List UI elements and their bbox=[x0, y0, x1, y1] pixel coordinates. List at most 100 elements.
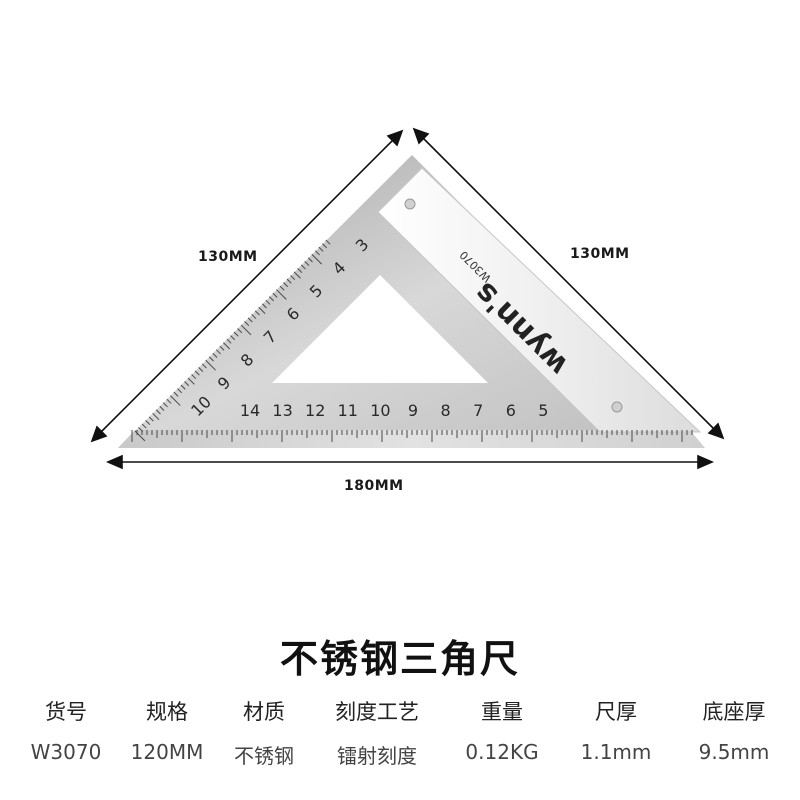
spec-value-4: 0.12KG bbox=[465, 740, 539, 764]
spec-value-2: 不锈钢 bbox=[234, 744, 294, 768]
spec-value-0: W3070 bbox=[30, 740, 102, 764]
side-tick bbox=[311, 253, 323, 265]
side-tick bbox=[208, 356, 214, 362]
spec-value-3: 镭射刻度 bbox=[337, 744, 417, 768]
side-tick bbox=[170, 395, 181, 406]
base-scale-number: 8 bbox=[441, 401, 451, 420]
side-tick bbox=[134, 430, 146, 442]
side-tick bbox=[198, 367, 204, 372]
side-tick bbox=[138, 427, 144, 433]
left-dimension-label: 130MM bbox=[198, 249, 258, 265]
side-tick bbox=[159, 405, 165, 411]
side-tick bbox=[191, 374, 197, 380]
side-tick bbox=[166, 398, 172, 404]
side-tick bbox=[237, 328, 243, 334]
base-arrowhead-left bbox=[105, 454, 123, 470]
side-tick-marks bbox=[134, 239, 331, 442]
side-tick bbox=[286, 278, 292, 284]
right-dimension-arrow bbox=[418, 133, 719, 434]
fence-rivet-bottom bbox=[611, 401, 623, 413]
side-tick bbox=[148, 416, 154, 422]
base-scale-number: 10 bbox=[370, 401, 390, 420]
side-tick bbox=[187, 377, 195, 385]
side-tick bbox=[223, 342, 231, 350]
side-tick bbox=[276, 289, 287, 300]
spec-header-5: 尺厚 bbox=[595, 700, 637, 724]
base-scale-number: 7 bbox=[473, 401, 483, 420]
spec-header-3: 刻度工艺 bbox=[335, 700, 419, 724]
side-tick bbox=[290, 275, 296, 281]
fence-rivet-top bbox=[404, 198, 416, 210]
side-tick bbox=[226, 338, 232, 344]
base-arrowhead-right bbox=[697, 454, 715, 470]
side-tick bbox=[272, 292, 278, 298]
spec-table: 货号 规格 材质 刻度工艺 重量 尺厚 底座厚 W3070 120MM 不锈钢 镭射刻度 0.12K… bbox=[0, 696, 800, 784]
spec-value-6: 9.5mm bbox=[698, 740, 770, 764]
base-scale-number: 5 bbox=[538, 401, 548, 420]
side-tick bbox=[145, 420, 151, 425]
base-scale-number: 13 bbox=[272, 401, 292, 420]
side-tick bbox=[201, 363, 207, 369]
side-tick bbox=[205, 359, 216, 371]
spec-header-row: 货号 规格 材质 刻度工艺 重量 尺厚 底座厚 bbox=[0, 696, 800, 740]
side-tick bbox=[325, 239, 331, 245]
side-tick bbox=[177, 388, 183, 394]
base-scale-number: 11 bbox=[338, 401, 358, 420]
side-tick bbox=[215, 349, 221, 355]
left-arrowhead-top bbox=[386, 129, 404, 147]
left-dimension-arrow bbox=[96, 135, 398, 437]
spec-value-1: 120MM bbox=[130, 740, 204, 764]
side-tick bbox=[152, 412, 160, 421]
product-title: 不锈钢三角尺 bbox=[279, 637, 520, 681]
side-tick bbox=[283, 282, 289, 288]
dimension-arrows bbox=[90, 127, 725, 470]
side-tick bbox=[247, 317, 253, 323]
side-tick bbox=[254, 310, 260, 316]
spec-header-2: 材质 bbox=[243, 700, 285, 724]
side-tick bbox=[307, 257, 313, 263]
right-arrowhead-top bbox=[412, 127, 430, 145]
side-tick bbox=[194, 370, 200, 376]
right-arrowhead-bottom bbox=[707, 422, 725, 440]
spec-header-6: 底座厚 bbox=[702, 700, 766, 724]
side-tick bbox=[244, 321, 250, 326]
side-tick bbox=[180, 384, 186, 390]
side-tick bbox=[251, 313, 257, 319]
side-tick bbox=[258, 306, 266, 314]
side-tick bbox=[155, 409, 161, 415]
side-tick bbox=[233, 331, 239, 337]
side-tick bbox=[265, 299, 271, 305]
side-tick bbox=[230, 335, 236, 341]
side-tick bbox=[173, 391, 179, 397]
side-tick bbox=[318, 246, 324, 252]
side-tick bbox=[314, 250, 320, 256]
side-tick bbox=[184, 381, 190, 387]
left-arrowhead-bottom bbox=[90, 425, 108, 443]
base-scale-number: 9 bbox=[408, 401, 418, 420]
side-tick bbox=[279, 285, 285, 291]
spec-value-row: W3070 120MM 不锈钢 镭射刻度 0.12KG 1.1mm 9.5mm bbox=[0, 740, 800, 784]
base-scale-band bbox=[118, 430, 705, 448]
side-tick bbox=[293, 271, 301, 279]
spec-header-4: 重量 bbox=[481, 700, 523, 724]
base-dimension-label: 180MM bbox=[344, 478, 404, 494]
side-tick bbox=[322, 243, 327, 249]
side-tick bbox=[261, 303, 267, 309]
spec-header-0: 货号 bbox=[45, 700, 87, 724]
side-tick bbox=[297, 268, 303, 273]
spec-value-5: 1.1mm bbox=[580, 740, 652, 764]
aluminum-fence bbox=[377, 167, 702, 433]
base-tick-marks bbox=[131, 430, 693, 442]
spec-header-1: 规格 bbox=[146, 700, 188, 724]
side-tick bbox=[219, 345, 225, 351]
side-tick bbox=[212, 352, 218, 358]
base-scale-number: 12 bbox=[305, 401, 325, 420]
right-dimension-label: 130MM bbox=[570, 246, 630, 262]
base-scale-number: 14 bbox=[240, 401, 260, 420]
side-tick bbox=[268, 296, 274, 302]
base-scale-number: 6 bbox=[506, 401, 516, 420]
base-scale-numbers: 14 13 12 11 10 9 8 7 6 5 bbox=[240, 401, 549, 420]
side-tick bbox=[162, 402, 168, 408]
side-tick bbox=[300, 264, 306, 270]
